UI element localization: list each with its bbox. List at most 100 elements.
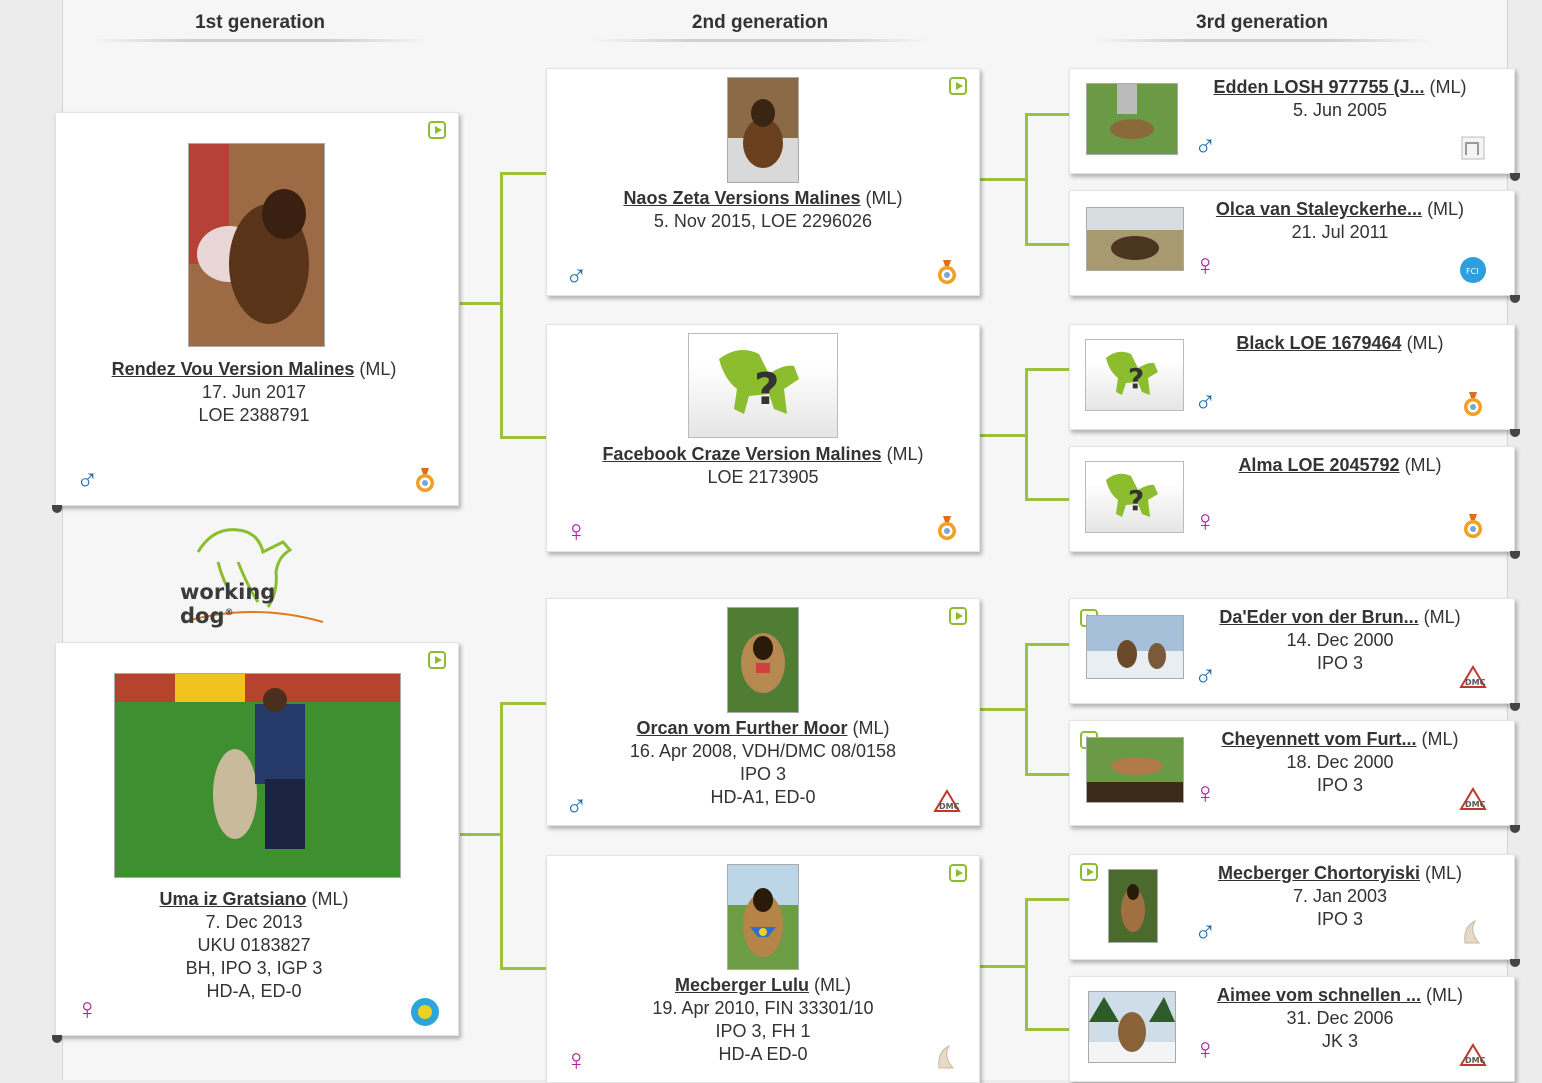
dog-info: Alma LOE 2045792 (ML) (1195, 454, 1485, 477)
dog-name-link[interactable]: Mecberger Lulu (674, 975, 809, 995)
dog-info: Aimee vom schnellen ... (ML) 31. Dec 200… (1195, 984, 1485, 1053)
dog-breed: (ML) (1425, 863, 1463, 883)
logo-word-working: working (180, 580, 276, 604)
gen3-card-8[interactable]: Aimee vom schnellen ... (ML) 31. Dec 200… (1069, 976, 1515, 1082)
dog-detail: 19. Apr 2010, FIN 33301/10 (652, 998, 874, 1018)
gen3-card-4[interactable]: ? Alma LOE 2045792 (ML) ♀ (1069, 446, 1520, 559)
dog-photo[interactable] (1108, 869, 1158, 943)
gen2-card-2[interactable]: ? Facebook Craze Version Malines (ML) LO… (546, 324, 980, 552)
svg-text:DMC: DMC (1465, 800, 1486, 809)
female-icon: ♀ (1194, 505, 1217, 538)
gen3-card-5[interactable]: Da'Eder von der Brun... (ML) 14. Dec 200… (1069, 598, 1520, 711)
dog-name-link[interactable]: Naos Zeta Versions Malines (623, 188, 861, 208)
dog-name-link[interactable]: Orcan vom Further Moor (636, 718, 848, 738)
dmc-icon: DMC (1459, 1043, 1487, 1069)
dog-breed: (ML) (886, 444, 924, 464)
dog-photo[interactable] (1086, 207, 1184, 271)
gen3-card-1[interactable]: Edden LOSH 977755 (J... (ML) 5. Jun 2005… (1069, 68, 1520, 181)
dog-info: Mecberger Chortoryiski (ML) 7. Jan 2003 … (1195, 862, 1485, 931)
dog-photo[interactable] (727, 77, 799, 183)
dog-detail: HD-A, ED-0 (206, 981, 302, 1001)
rsce-medal-icon (934, 259, 960, 285)
dmc-icon: DMC (1459, 665, 1487, 691)
dog-name-link[interactable]: Alma LOE 2045792 (1238, 455, 1400, 475)
video-play-icon[interactable] (949, 607, 967, 625)
dog-info: Rendez Vou Version Malines (ML) 17. Jun … (56, 358, 452, 427)
video-play-icon[interactable] (949, 864, 967, 882)
connector (1025, 368, 1028, 501)
unknown-dog-placeholder[interactable]: ? (1085, 339, 1184, 411)
rsce-medal-icon (934, 515, 960, 541)
dog-name-link[interactable]: Cheyennett vom Furt... (1221, 729, 1417, 749)
gen1-dam-card[interactable]: Uma iz Gratsiano (ML) 7. Dec 2013 UKU 01… (52, 642, 459, 1043)
dog-detail: IPO 3 (1316, 775, 1364, 795)
dog-breed: (ML) (311, 889, 349, 909)
gen3-card-7[interactable]: Mecberger Chortoryiski (ML) 7. Jan 2003 … (1069, 854, 1520, 967)
dog-name-link[interactable]: Da'Eder von der Brun... (1219, 607, 1419, 627)
dog-name-link[interactable]: Mecberger Chortoryiski (1217, 863, 1421, 883)
dog-photo[interactable] (1086, 737, 1184, 803)
gen3-card-2[interactable]: Olca van Staleyckerhe... (ML) 21. Jul 20… (1069, 190, 1520, 303)
gen2-card-3[interactable]: Orcan vom Further Moor (ML) 16. Apr 2008… (546, 598, 980, 826)
dog-detail: 18. Dec 2000 (1286, 752, 1394, 772)
dog-breed: (ML) (359, 359, 397, 379)
video-play-icon[interactable] (428, 121, 446, 139)
dog-breed: (ML) (1423, 607, 1461, 627)
logo-registered-mark: ® (224, 608, 234, 618)
dog-detail: 7. Dec 2013 (205, 912, 303, 932)
dog-detail: UKU 0183827 (197, 935, 311, 955)
dog-name-link[interactable]: Uma iz Gratsiano (159, 889, 307, 909)
video-play-icon[interactable] (1080, 863, 1098, 881)
working-dog-logo: working dog® (178, 522, 328, 630)
rsce-medal-icon (1460, 391, 1486, 417)
skl-icon (1459, 917, 1485, 944)
gen3-card-6[interactable]: Cheyennett vom Furt... (ML) 18. Dec 2000… (1069, 720, 1520, 833)
connector (980, 178, 1028, 181)
female-icon: ♀ (1194, 249, 1217, 282)
dmc-icon: DMC (1459, 787, 1487, 813)
logo-word-dog: dog (180, 604, 225, 628)
connector (500, 702, 503, 970)
dog-breed: (ML) (1429, 77, 1467, 97)
dog-breed: (ML) (852, 718, 890, 738)
dog-photo[interactable] (1086, 615, 1184, 679)
connector (1025, 498, 1069, 501)
dog-name-link[interactable]: Black LOE 1679464 (1236, 333, 1402, 353)
dog-detail: HD-A1, ED-0 (710, 787, 816, 807)
unknown-dog-placeholder[interactable]: ? (688, 333, 838, 438)
dog-name-link[interactable]: Aimee vom schnellen ... (1216, 985, 1422, 1005)
dog-photo[interactable] (727, 607, 799, 713)
dog-name-link[interactable]: Facebook Craze Version Malines (602, 444, 882, 464)
dog-name-link[interactable]: Olca van Staleyckerhe... (1215, 199, 1423, 219)
dog-breed: (ML) (1426, 985, 1464, 1005)
dog-info: Black LOE 1679464 (ML) (1195, 332, 1485, 355)
gen2-header-label: 2nd generation (691, 12, 829, 33)
gen3-header: 3rd generation (1092, 12, 1432, 42)
dog-info: Edden LOSH 977755 (J... (ML) 5. Jun 2005 (1195, 76, 1485, 122)
gen1-sire-card[interactable]: Rendez Vou Version Malines (ML) 17. Jun … (52, 112, 459, 513)
gen2-card-1[interactable]: Naos Zeta Versions Malines (ML) 5. Nov 2… (546, 68, 980, 296)
connector (460, 302, 502, 305)
unknown-dog-placeholder[interactable]: ? (1085, 461, 1184, 533)
losh-icon (1460, 135, 1486, 161)
video-play-icon[interactable] (949, 77, 967, 95)
dog-info: Olca van Staleyckerhe... (ML) 21. Jul 20… (1195, 198, 1485, 244)
dog-photo[interactable] (1086, 83, 1178, 155)
dog-info: Mecberger Lulu (ML) 19. Apr 2010, FIN 33… (547, 974, 979, 1066)
gen3-card-3[interactable]: ? Black LOE 1679464 (ML) ♂ (1069, 324, 1520, 437)
dog-photo[interactable] (727, 864, 799, 970)
dog-name-link[interactable]: Rendez Vou Version Malines (111, 359, 355, 379)
dog-info: Cheyennett vom Furt... (ML) 18. Dec 2000… (1195, 728, 1485, 797)
dog-photo[interactable] (188, 143, 325, 347)
dog-name-link[interactable]: Edden LOSH 977755 (J... (1213, 77, 1425, 97)
svg-text:DMC: DMC (1465, 678, 1486, 687)
dog-photo[interactable] (114, 673, 401, 878)
fci-icon: FCI (1459, 256, 1486, 283)
video-play-icon[interactable] (428, 651, 446, 669)
svg-text:DMC: DMC (1465, 1056, 1486, 1065)
dog-photo[interactable] (1088, 991, 1176, 1063)
connector (1025, 898, 1069, 901)
dog-detail: LOE 2173905 (707, 467, 819, 487)
dog-info: Facebook Craze Version Malines (ML) LOE … (547, 443, 979, 489)
gen2-card-4[interactable]: Mecberger Lulu (ML) 19. Apr 2010, FIN 33… (546, 855, 980, 1083)
